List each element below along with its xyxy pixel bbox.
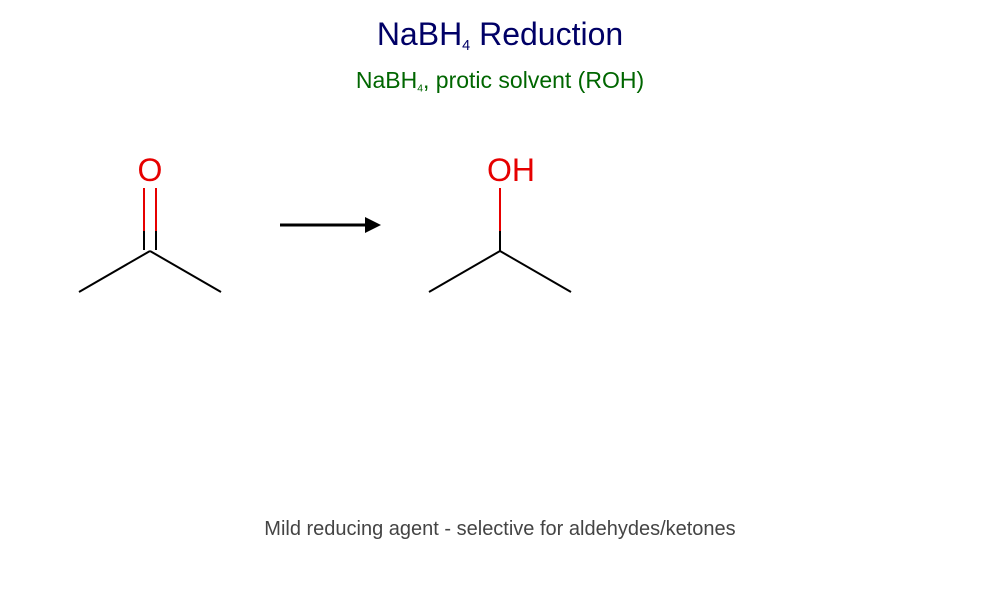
- reactant-molecule: O: [78, 152, 222, 293]
- conditions-subscript: 4: [417, 83, 423, 95]
- reaction-arrow: [280, 217, 381, 233]
- product-hydroxyl-label: OH: [487, 152, 535, 188]
- reactant-bond-right: [149, 250, 222, 293]
- product-molecule: OH: [428, 152, 572, 293]
- reaction-conditions: NaBH4, protic solvent (ROH): [0, 64, 1000, 96]
- title-prefix: NaBH: [376, 16, 463, 52]
- reaction-arrow-head: [365, 217, 381, 233]
- reactant-bond-left: [78, 250, 151, 293]
- product-bond-right: [499, 250, 572, 293]
- reaction-caption: Mild reducing agent - selective for alde…: [264, 518, 736, 540]
- title-subscript: 4: [462, 38, 471, 55]
- reactant-oxygen-label: O: [138, 152, 163, 188]
- product-bond-left: [428, 250, 501, 293]
- conditions-suffix: , protic solvent (ROH): [423, 67, 645, 93]
- reaction-title: NaBH4 Reduction: [0, 14, 1000, 54]
- title-suffix: Reduction: [470, 16, 624, 52]
- conditions-prefix: NaBH: [355, 67, 418, 93]
